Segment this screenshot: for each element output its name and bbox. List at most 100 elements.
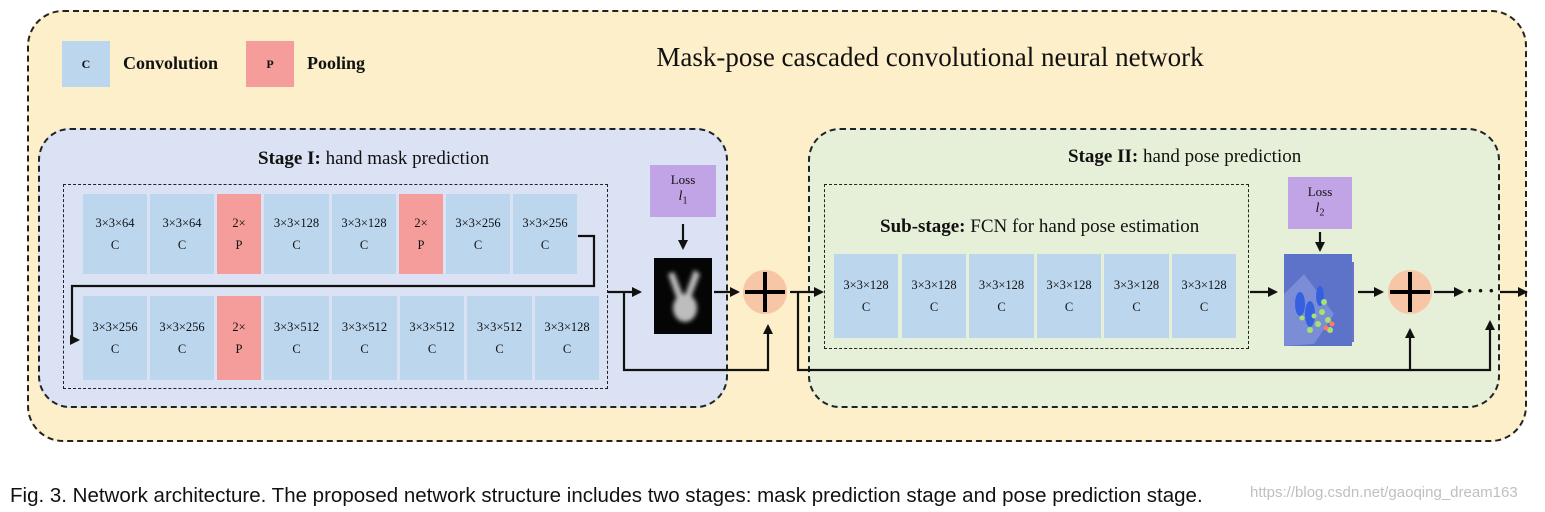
layer-type-label: C bbox=[1132, 300, 1141, 314]
pooling-layer: 2× P bbox=[399, 194, 443, 274]
layer-type-label: C bbox=[360, 342, 369, 356]
layer-size-label: 3×3×256 bbox=[92, 320, 138, 334]
substage-title-rest: FCN for hand pose estimation bbox=[965, 216, 1200, 237]
sum-node-2 bbox=[1388, 270, 1432, 314]
layer-type-label: C bbox=[177, 238, 187, 252]
layer-size-label: 3×3×128 bbox=[341, 216, 387, 230]
stage2-title: Stage II: hand pose prediction bbox=[1068, 146, 1301, 168]
loss2-box: Loss l2 bbox=[1288, 177, 1352, 229]
layer-size-label: 3×3×128 bbox=[1113, 278, 1160, 292]
layer-type-label: P bbox=[235, 238, 243, 252]
layer-type-label: C bbox=[292, 342, 301, 356]
stage2-title-rest: hand pose prediction bbox=[1138, 146, 1302, 167]
layer-size-label: 3×3×128 bbox=[544, 320, 590, 334]
loss1-label: Loss bbox=[670, 172, 696, 188]
layer-type-label: C bbox=[929, 300, 939, 314]
pooling-layer: 2×P bbox=[217, 296, 261, 380]
layer-size-label: 3×3×256 bbox=[522, 216, 568, 230]
legend-conv-label: Convolution bbox=[123, 53, 219, 73]
layer-type-label: P bbox=[235, 342, 243, 356]
layer-size-label: 3×3×64 bbox=[162, 216, 202, 230]
layer-size-label: 3×3×256 bbox=[159, 320, 205, 334]
loss1-symbol: l1 bbox=[678, 189, 688, 207]
heatmap-front bbox=[1284, 254, 1352, 346]
legend-conv-swatch: C bbox=[62, 41, 110, 87]
layer-size-label: 3×3×512 bbox=[341, 320, 388, 334]
legend-conv-symbol: C bbox=[81, 56, 91, 71]
layer-size-label: 3×3×128 bbox=[978, 278, 1025, 292]
layer-size-label: 3×3×128 bbox=[843, 278, 889, 292]
layer-type-label: C bbox=[359, 238, 369, 252]
layer-size-label: 3×3×512 bbox=[273, 320, 320, 334]
sum-node-1 bbox=[743, 270, 787, 314]
stage1-title-rest: hand mask prediction bbox=[320, 148, 490, 169]
substage-group bbox=[824, 184, 1249, 349]
layer-type-label: C bbox=[177, 342, 187, 356]
skip-stage1 bbox=[622, 292, 773, 372]
layer-type-label: C bbox=[861, 300, 871, 314]
stage2-title-bold: Stage II: bbox=[1068, 146, 1139, 167]
layer-size-label: 3×3×128 bbox=[1046, 278, 1092, 292]
layer-type-label: C bbox=[997, 300, 1006, 314]
skip-long bbox=[796, 292, 1415, 372]
loss1-box: Loss l1 bbox=[650, 165, 716, 217]
stage1-layers-group bbox=[63, 184, 608, 389]
loss2-symbol: l2 bbox=[1315, 201, 1325, 219]
legend-pool-label: Pooling bbox=[307, 53, 366, 73]
layer-size-label: 3×3×512 bbox=[476, 320, 523, 334]
layer-size-label: 3×3×512 bbox=[409, 320, 455, 334]
layer-type-label: C bbox=[292, 238, 301, 252]
continuation-dots: · · · bbox=[1466, 278, 1495, 303]
layer-type-label: C bbox=[427, 342, 437, 356]
stage1-title: Stage I: hand mask prediction bbox=[258, 148, 489, 170]
layer-size-label: 3×3×64 bbox=[95, 216, 135, 230]
layer-type-label: C bbox=[473, 238, 483, 252]
layer-type-label: C bbox=[110, 342, 120, 356]
layer-size-label: 3×3×128 bbox=[911, 278, 957, 292]
layer-type-label: P bbox=[417, 238, 425, 252]
diagram-title: Mask-pose cascaded convolutional neural … bbox=[656, 42, 1204, 72]
figure-caption: Fig. 3. Network architecture. The propos… bbox=[10, 484, 1203, 507]
layer-type-label: C bbox=[110, 238, 120, 252]
layer-type-label: C bbox=[540, 238, 550, 252]
stage1-title-bold: Stage I: bbox=[258, 148, 321, 169]
legend-pool-symbol: P bbox=[266, 56, 274, 71]
layer-type-label: C bbox=[495, 342, 504, 356]
loss2-label: Loss bbox=[1307, 184, 1333, 200]
layer-size-label: 2× bbox=[232, 216, 246, 230]
legend-pool-swatch: P bbox=[246, 41, 294, 87]
skip-long-tail bbox=[1410, 320, 1495, 372]
layer-size-label: 2× bbox=[414, 216, 428, 230]
layer-size-label: 3×3×128 bbox=[1181, 278, 1227, 292]
watermark: https://blog.csdn.net/gaoqing_dream163 bbox=[1250, 484, 1518, 501]
layer-type-label: C bbox=[1199, 300, 1209, 314]
pooling-layer: 2× P bbox=[217, 194, 261, 274]
layer-size-label: 3×3×256 bbox=[455, 216, 501, 230]
layer-type-label: C bbox=[562, 342, 572, 356]
wrap-connector bbox=[70, 234, 596, 345]
layer-type-label: C bbox=[1064, 300, 1074, 314]
substage-title: Sub-stage: FCN for hand pose estimation bbox=[880, 216, 1199, 238]
layer-size-label: 3×3×128 bbox=[273, 216, 320, 230]
hand-mask-image bbox=[654, 258, 712, 334]
